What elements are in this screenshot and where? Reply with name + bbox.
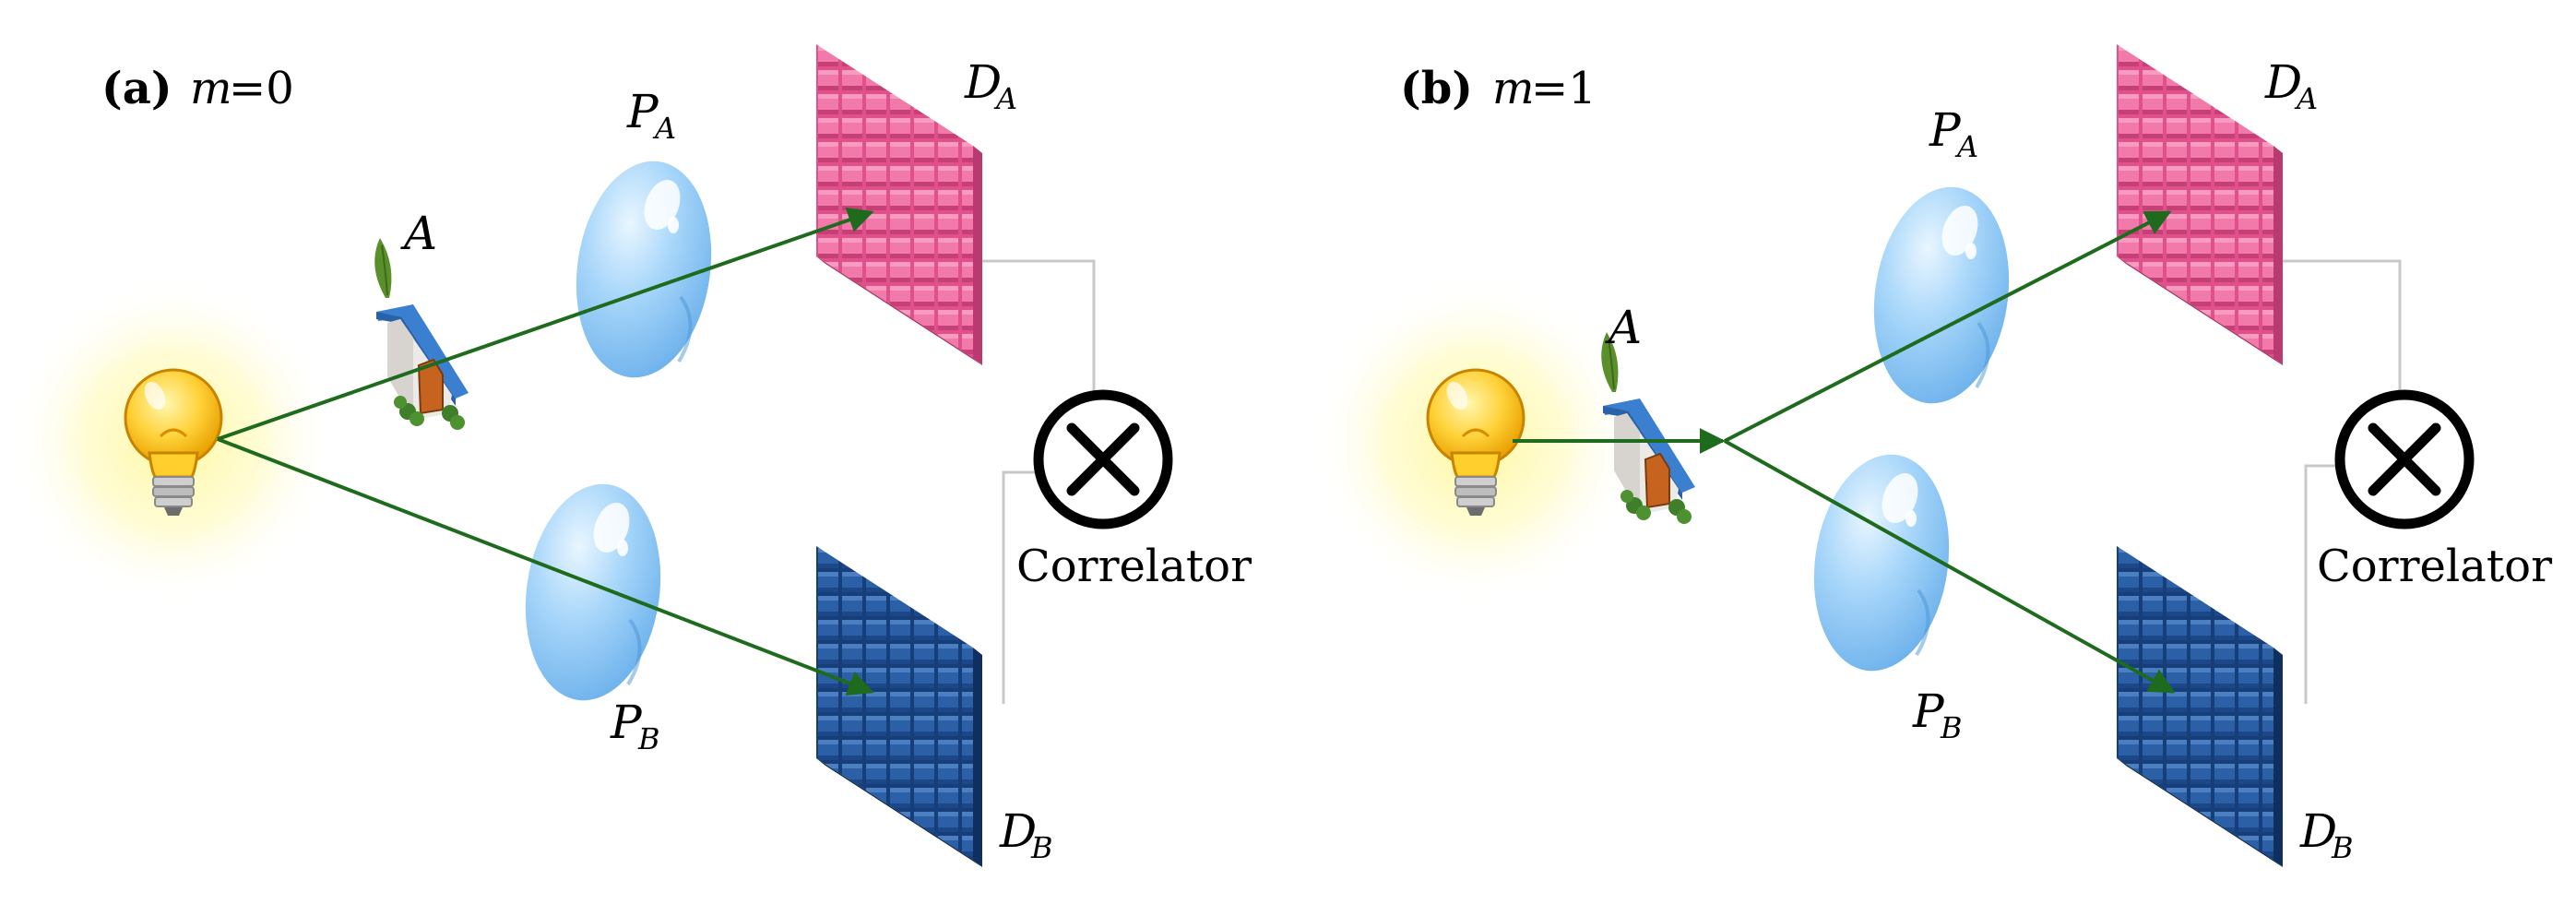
beam-to-db-b — [1724, 439, 2176, 694]
lens-pb-sub-b: B — [1940, 710, 1963, 745]
wire-detector-a-a — [976, 259, 1096, 395]
panel-b: (b) m =1 Correlator A P A P B D A D B — [1312, 44, 2552, 867]
lens-pb-letter-a: P — [610, 696, 643, 749]
detector-db-sub-b: B — [2331, 830, 2354, 865]
panel-a-m-var: m — [190, 63, 232, 114]
circled-times-icon-a — [1039, 395, 1168, 524]
detector-db-letter-b: D — [2299, 804, 2337, 858]
lens-pb-b — [1800, 446, 1962, 680]
detector-da-letter-a: D — [964, 55, 1002, 109]
object-label-a: A — [400, 207, 437, 260]
wire-detector-b-a — [1002, 470, 1040, 704]
lens-pa-a — [563, 152, 724, 387]
beam-to-da-a — [217, 208, 874, 441]
panel-b-tag: (b) — [1400, 63, 1473, 114]
lens-pb-sub-a: B — [637, 721, 660, 756]
wire-detector-a-b — [2276, 259, 2402, 395]
correlator-label-a: Correlator — [1016, 541, 1252, 592]
detector-db-b — [2117, 546, 2283, 867]
detector-db-a — [816, 546, 982, 867]
lens-pa-sub-a: A — [652, 111, 676, 146]
detector-da-b — [2117, 44, 2283, 365]
panel-b-m-var: m — [1492, 63, 1535, 114]
house-icon-a — [374, 236, 470, 432]
object-label-b: A — [1605, 301, 1642, 354]
correlator-label-b: Correlator — [2317, 541, 2552, 592]
lens-pa-sub-b: A — [1954, 129, 1978, 164]
panel-b-m-value: =1 — [1531, 63, 1597, 114]
panel-a: (a) m =0 Correlator A P A P B D A D B — [9, 44, 1252, 867]
lens-pb-letter-b: P — [1912, 684, 1945, 738]
lens-pb-a — [512, 475, 673, 709]
panel-a-m-value: =0 — [229, 63, 294, 114]
detector-db-sub-a: B — [1030, 830, 1053, 865]
detector-da-letter-b: D — [2264, 55, 2302, 109]
wire-detector-b-b — [2304, 464, 2343, 704]
detector-da-a — [816, 44, 982, 365]
detector-da-sub-a: A — [993, 81, 1017, 116]
detector-da-sub-b: A — [2294, 81, 2318, 116]
beam-to-da-b — [1724, 210, 2172, 443]
detector-db-letter-a: D — [999, 804, 1037, 858]
lens-pa-b — [1860, 178, 2022, 412]
lens-pa-letter-a: P — [626, 85, 659, 138]
panel-a-tag: (a) — [101, 63, 172, 114]
circled-times-icon-b — [2340, 395, 2469, 524]
beam-to-db-a — [217, 437, 874, 696]
lens-pa-letter-b: P — [1929, 103, 1962, 157]
